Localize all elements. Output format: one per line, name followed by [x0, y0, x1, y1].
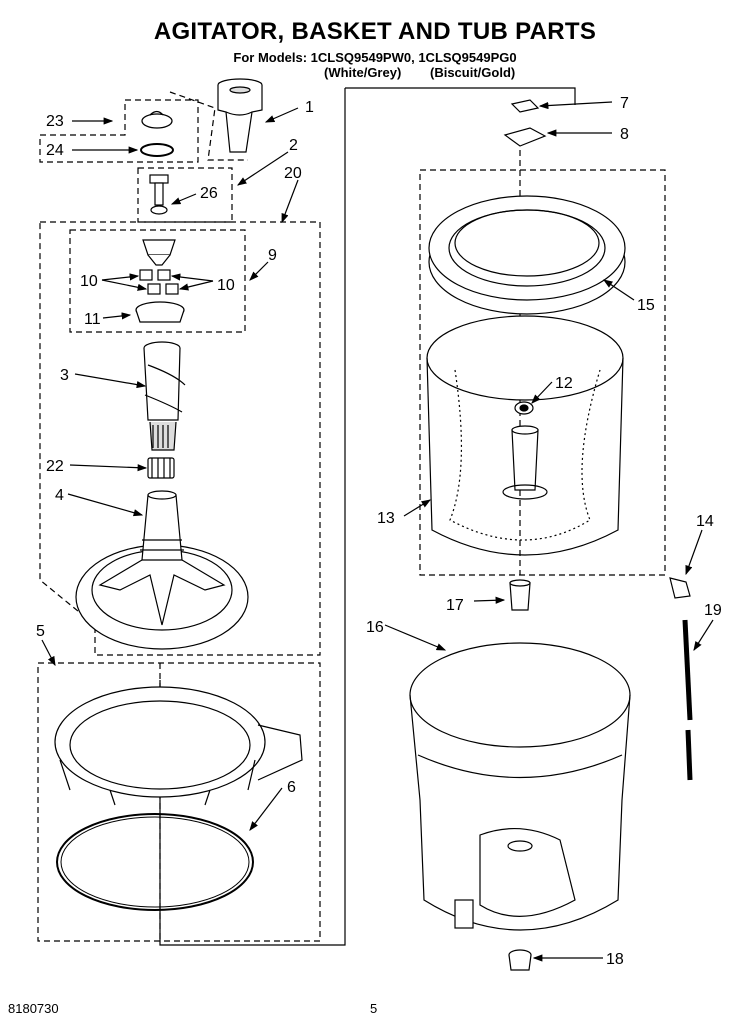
- part-6-seal: [56, 813, 254, 911]
- callout-17: 17: [446, 597, 464, 614]
- callout-22: 22: [46, 458, 64, 475]
- document-number: 8180730: [8, 1001, 59, 1016]
- part-22-ratchet: [147, 457, 175, 479]
- part-1-dispenser: [217, 78, 263, 153]
- part-26-bolt: [149, 174, 169, 215]
- callout-3: 3: [60, 367, 69, 384]
- box-20: [39, 221, 321, 656]
- callout-12: 12: [555, 375, 573, 392]
- callout-24: 24: [46, 142, 64, 159]
- callout-14: 14: [696, 513, 714, 530]
- callout-5: 5: [36, 623, 45, 640]
- box-1-leader: [169, 91, 248, 161]
- callout-15: 15: [637, 297, 655, 314]
- callout-23: 23: [46, 113, 64, 130]
- group-boxes: [37, 91, 666, 942]
- part-23-24-rings: [140, 110, 174, 157]
- callout-6: 6: [287, 779, 296, 796]
- callout-2: 2: [289, 137, 298, 154]
- variant-biscuit-gold: (Biscuit/Gold): [430, 65, 516, 80]
- callout-8: 8: [620, 126, 629, 143]
- part-3-auger: [143, 341, 186, 451]
- callout-4: 4: [55, 487, 64, 504]
- part-16-outer-tub: [409, 642, 631, 931]
- page-title: AGITATOR, BASKET AND TUB PARTS: [153, 18, 597, 45]
- part-4-agitator-base: [75, 490, 249, 650]
- box-15-12-13: [419, 169, 666, 576]
- box-23-24: [39, 99, 199, 163]
- callout-10-left: 10: [80, 273, 98, 290]
- part-12-hub-nut: [514, 401, 534, 415]
- box-5: [37, 662, 321, 942]
- callout-16: 16: [366, 619, 384, 636]
- box-9: [69, 229, 246, 333]
- callout-7: 7: [620, 95, 629, 112]
- variant-white-grey: (White/Grey): [324, 65, 402, 80]
- callout-11: 11: [84, 311, 101, 328]
- part-7-8-fasteners: [503, 99, 547, 147]
- callout-20: 20: [284, 165, 302, 182]
- callout-10-right: 10: [217, 277, 235, 294]
- callout-18: 18: [606, 951, 624, 968]
- part-15-balance-ring: [428, 195, 626, 315]
- part-13-basket: [426, 315, 624, 556]
- callout-13: 13: [377, 510, 395, 527]
- part-9-cam-assembly: [135, 239, 185, 323]
- group-callout-numbers: 1 23 24 2 20 26 9 10 10 11 3 22 4 5 6 7 …: [36, 95, 722, 968]
- callout-19: 19: [704, 602, 722, 619]
- group-leader-arrows: [41, 101, 714, 962]
- callout-1: 1: [305, 99, 314, 116]
- callout-9: 9: [268, 247, 277, 264]
- page-number: 5: [370, 1001, 378, 1016]
- part-18-cap: [508, 949, 532, 971]
- part-17-bushing: [509, 579, 531, 611]
- part-19-hose: [682, 619, 693, 781]
- part-14-clip: [669, 577, 691, 599]
- callout-26: 26: [200, 185, 218, 202]
- part-5-tub-ring: [54, 686, 303, 806]
- models-line: For Models: 1CLSQ9549PW0, 1CLSQ9549PG0: [233, 50, 517, 65]
